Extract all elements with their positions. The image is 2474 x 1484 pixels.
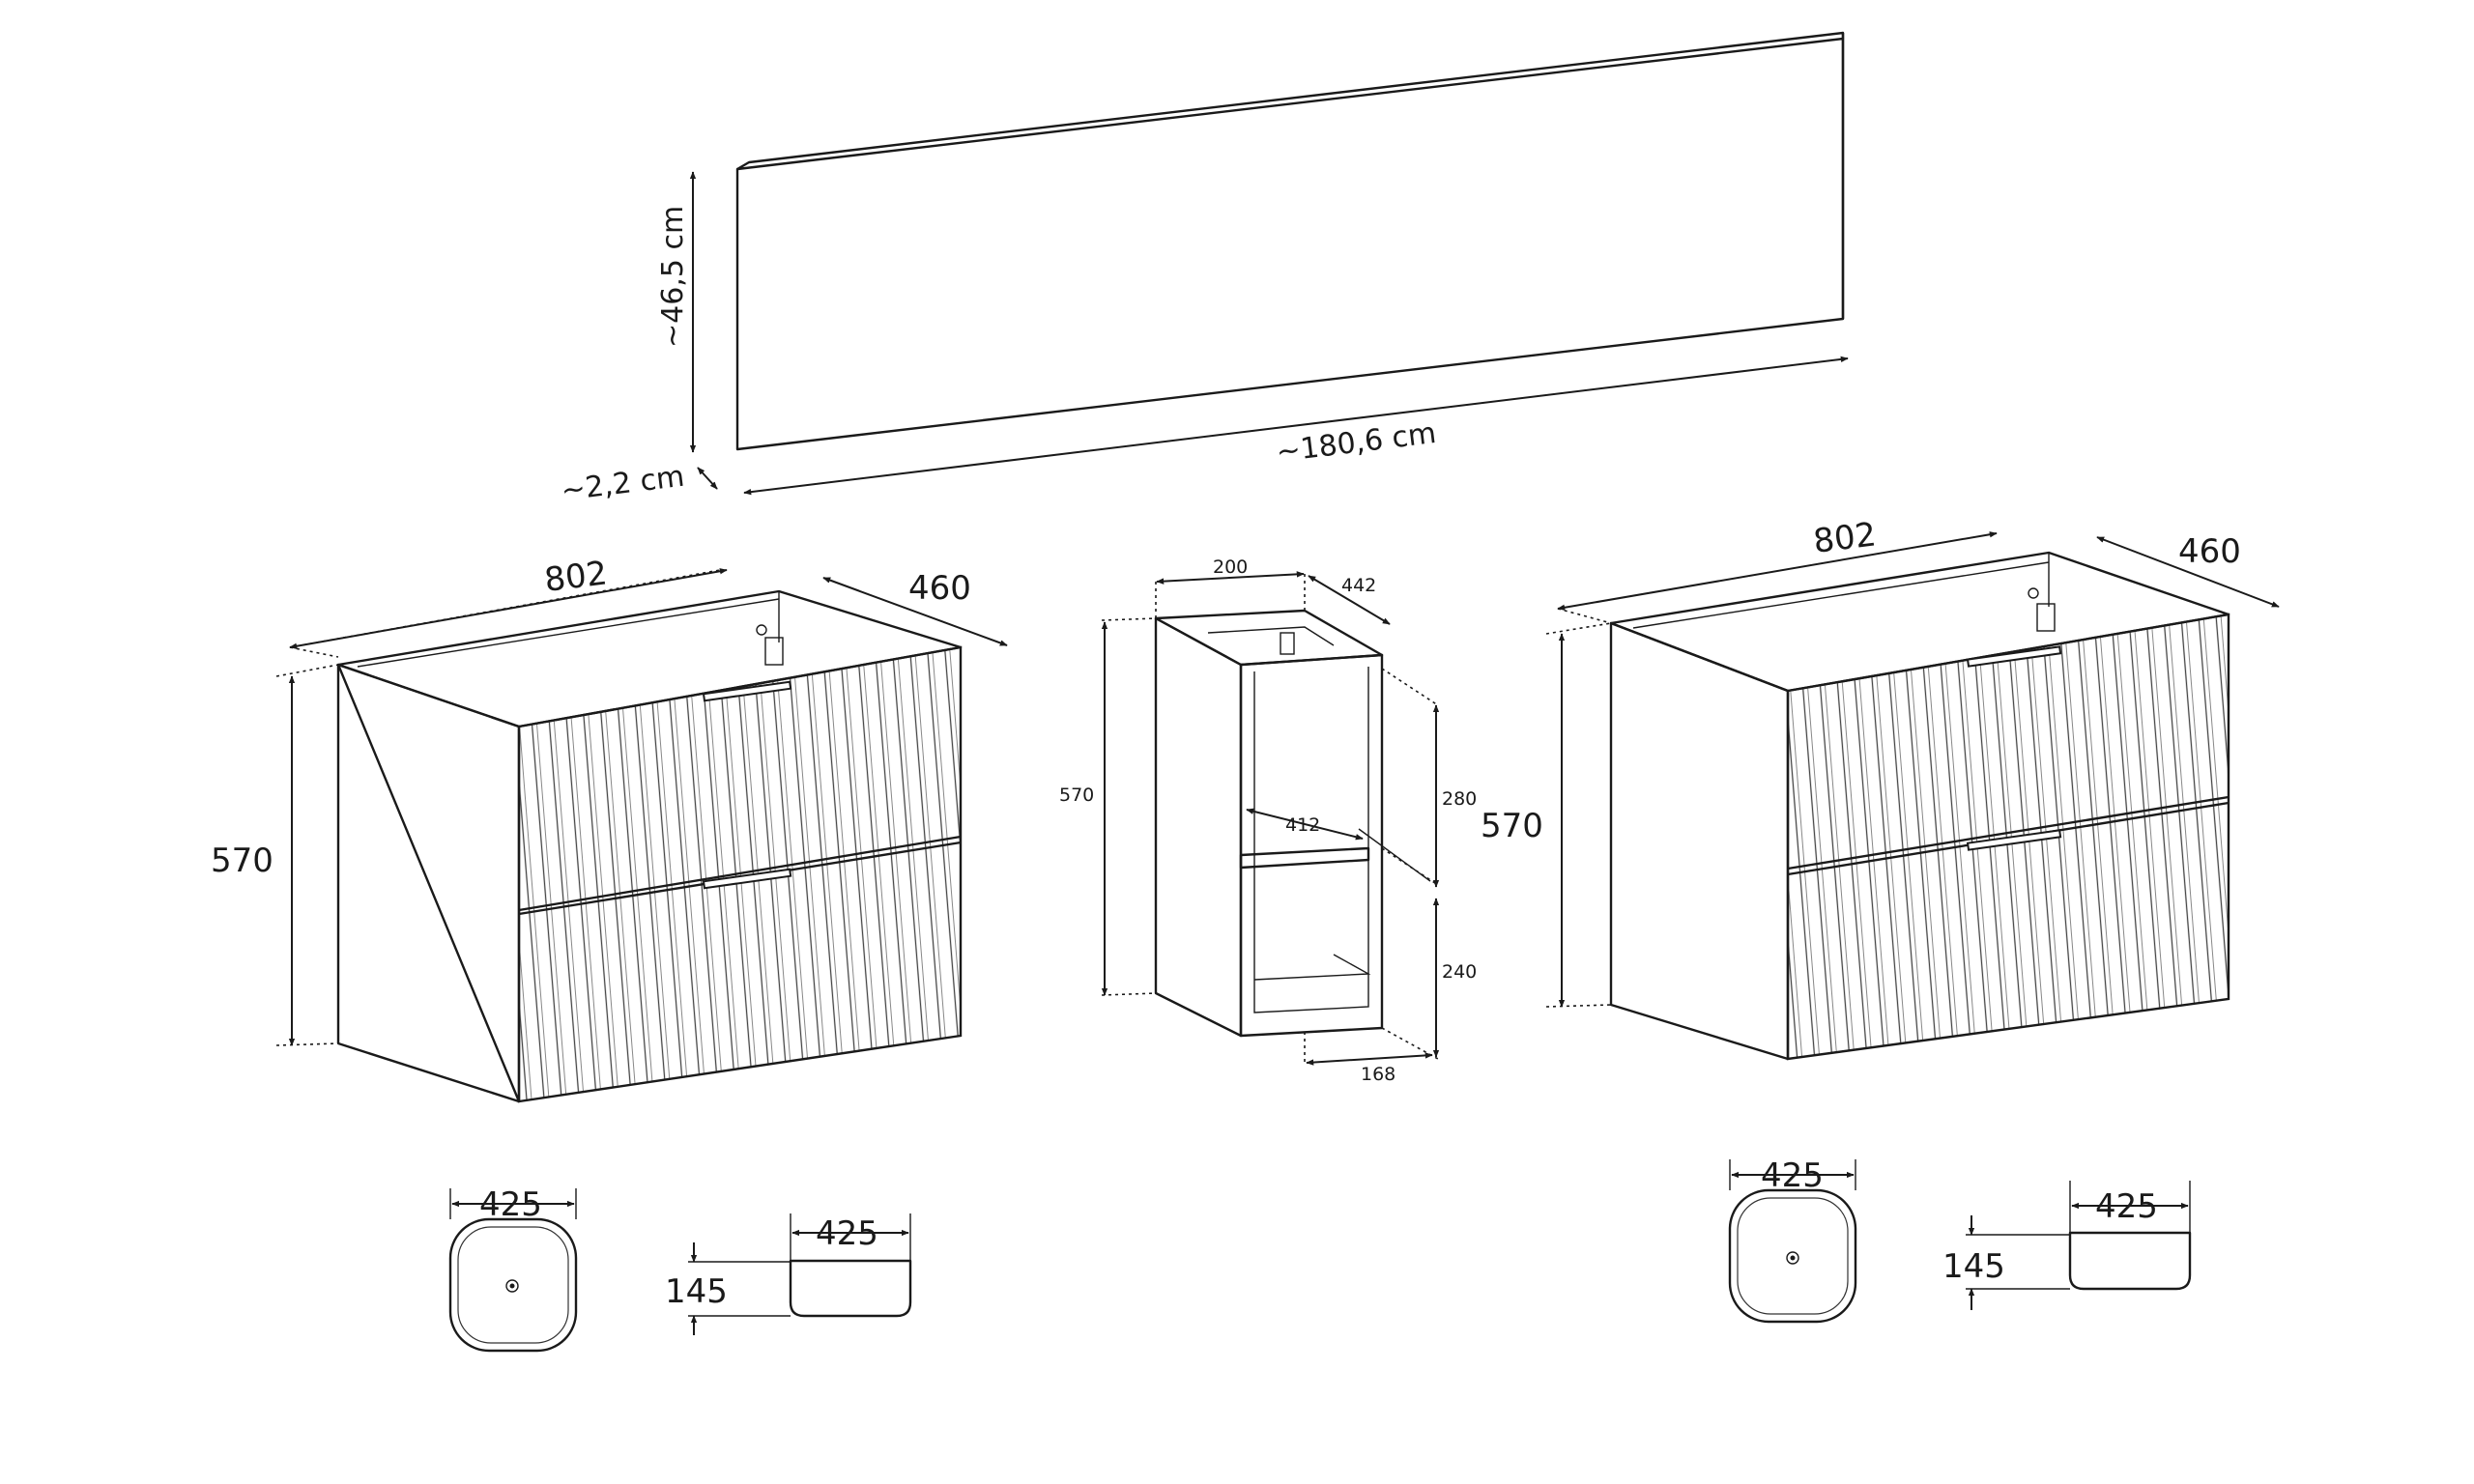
basin-right-drain-icon <box>1786 1251 1799 1265</box>
basin-left-side-view <box>789 1259 912 1318</box>
cabinet-left-depth-label: 460 <box>908 569 971 608</box>
cabinet-right-depth-dimension <box>2096 536 2280 608</box>
cabinet-right-height-label: 570 <box>1481 807 1543 845</box>
basin-left: 425 425 145 <box>448 1185 912 1353</box>
cabinet-right-siphon <box>2036 603 2056 632</box>
panel-height-label: ~46,5 cm <box>656 206 690 348</box>
cabinet-right-width-label: 802 <box>1811 515 1878 561</box>
cabinet-right-width-dimension <box>1557 531 1998 611</box>
basin-right-top-width-label: 425 <box>1761 1156 1824 1195</box>
panel-front-face <box>735 37 1845 451</box>
basin-right: 425 425 145 <box>1728 1156 2192 1324</box>
column-bottom-dimension <box>1306 1052 1433 1066</box>
cabinet-right-drawer-split <box>1787 795 2229 870</box>
cabinet-left-drain-hole <box>756 624 767 636</box>
wall-panel: ~46,5 cm ~180,6 cm ~2,2 cm <box>560 31 1849 508</box>
cabinet-left-width-label: 802 <box>542 554 609 600</box>
cabinet-left-side <box>336 663 521 1103</box>
basin-left-side-width-label: 425 <box>816 1214 878 1253</box>
column-upper-label: 280 <box>1442 788 1477 810</box>
cabinet-right-handle-bottom <box>1966 829 2062 851</box>
column-top-bracket <box>1280 632 1295 655</box>
column-inner-dimension <box>1246 808 1364 841</box>
panel-depth-label: ~2,2 cm <box>560 460 686 508</box>
column-height-label: 570 <box>1059 785 1094 806</box>
cabinet-left-height-label: 570 <box>211 842 273 880</box>
cabinet-right-drain-hole <box>2028 587 2039 599</box>
cabinet-left-handle-bottom <box>702 868 792 890</box>
cabinet-left-drawer-split <box>518 835 962 912</box>
column-top-width-label: 200 <box>1213 556 1248 578</box>
basin-left-top-width-label: 425 <box>479 1185 542 1224</box>
column-top-width-dimension <box>1156 571 1305 585</box>
column-depth-dimension <box>1308 575 1391 625</box>
panel-depth-dimension <box>697 467 718 490</box>
column-bottom-label: 168 <box>1361 1064 1395 1085</box>
basin-right-side-width-label: 425 <box>2095 1187 2158 1226</box>
basin-left-drain-icon <box>505 1279 519 1293</box>
column-depth-label: 442 <box>1341 575 1376 596</box>
basin-right-top-view <box>1728 1188 1857 1324</box>
panel-width-dimension <box>743 356 1849 496</box>
shelf-column: 200 442 570 280 412 240 168 <box>1059 556 1477 1085</box>
column-shelf <box>1239 846 1370 870</box>
column-lower-label: 240 <box>1442 961 1477 983</box>
cabinet-left-handle-top <box>702 680 792 702</box>
cabinet-left: 802 460 570 <box>211 554 1008 1103</box>
basin-left-top-view <box>448 1217 578 1353</box>
cabinet-left-siphon <box>764 637 784 666</box>
cabinet-left-depth-dimension <box>822 577 1008 646</box>
cabinet-right-handle-top <box>1966 645 2062 668</box>
column-side <box>1154 616 1243 1038</box>
basin-right-side-view <box>2068 1231 2192 1291</box>
basin-right-height-label: 145 <box>1942 1247 2005 1286</box>
cabinet-right-depth-label: 460 <box>2178 532 2241 571</box>
basin-left-height-label: 145 <box>665 1272 728 1311</box>
cabinet-left-width-dimension <box>289 568 728 649</box>
cabinet-right: 802 460 570 <box>1481 515 2280 1061</box>
column-inner-label: 412 <box>1285 814 1320 836</box>
cabinet-right-side <box>1609 621 1790 1061</box>
